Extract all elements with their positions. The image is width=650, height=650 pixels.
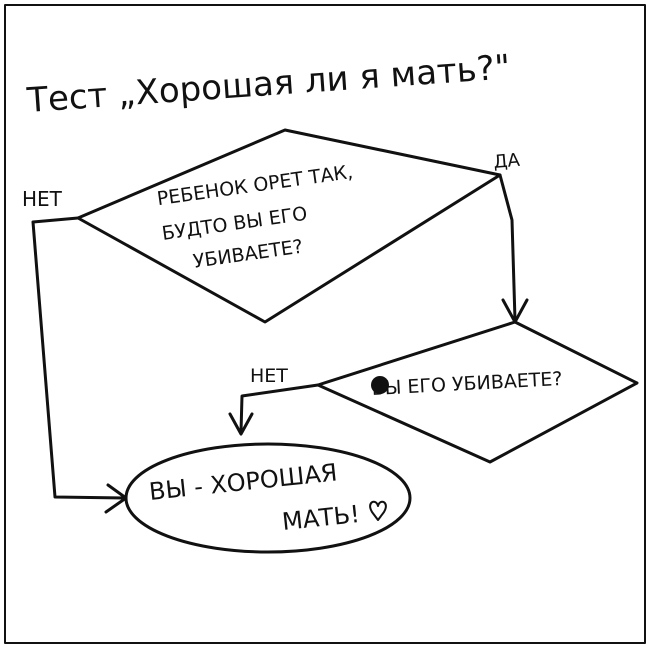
- title: Тест „Хорошая ли я мать?": [25, 47, 512, 121]
- arrowhead-yes-1: [501, 298, 529, 324]
- ink-blot: [371, 376, 389, 394]
- heart-icon: [369, 500, 387, 521]
- no-label-1: НЕТ: [22, 187, 63, 211]
- yes-label-1: ДА: [493, 150, 522, 173]
- arrow-no-1: [31, 216, 127, 500]
- decision-diamond-2: [316, 320, 639, 464]
- arrowhead-no-2: [228, 412, 254, 436]
- panel-border: [4, 4, 646, 644]
- question-2-text: Вы его убиваете?: [371, 368, 563, 400]
- arrow-no-2: [239, 383, 320, 434]
- result-line-2: мать!: [281, 500, 361, 536]
- no-label-2: НЕТ: [250, 365, 288, 387]
- result-line-1: Вы - хорошая: [148, 458, 339, 506]
- question-1-text: Ребенок орет так, будто вы его убиваете?: [156, 160, 370, 276]
- arrowhead-no-1: [104, 483, 128, 514]
- arrow-yes-1: [498, 173, 517, 322]
